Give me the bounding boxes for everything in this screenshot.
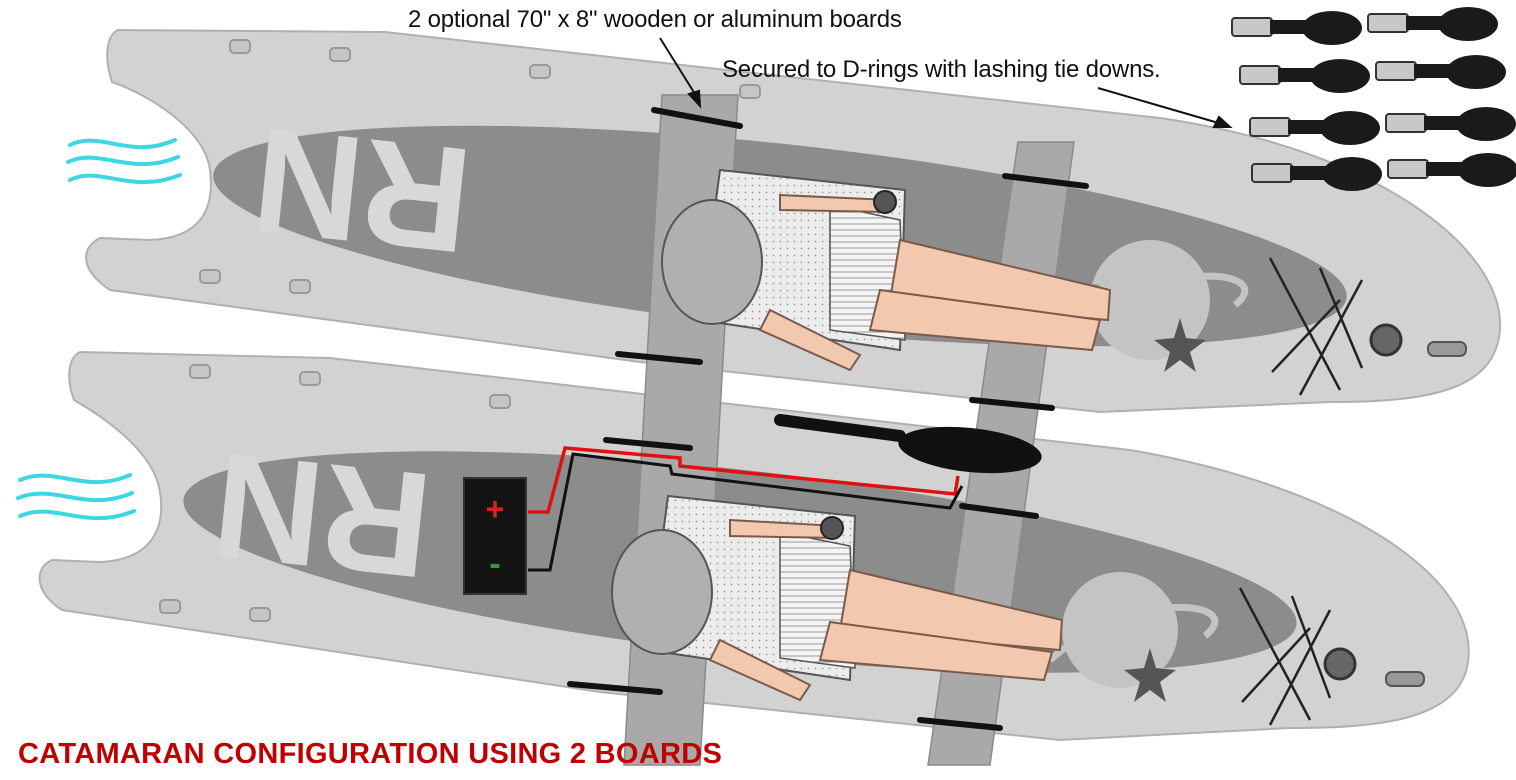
bungee-cords [1238, 587, 1332, 726]
d-ring-icon [159, 364, 511, 622]
water-wake-icon [16, 138, 182, 521]
valve [1369, 323, 1403, 357]
bottom-board-logo: RN [206, 421, 439, 611]
deck-star-icon [1154, 318, 1206, 372]
negative-wire [528, 452, 964, 572]
deck-star-icon [1124, 648, 1176, 702]
lashing-strap-icon [1231, 7, 1516, 191]
battery-plus-label: + [486, 491, 505, 527]
carry-handle [1385, 671, 1425, 687]
boards-note-label: 2 optional 70" x 8" wooden or aluminum b… [408, 6, 902, 33]
battery-icon: + - [463, 477, 527, 595]
paddle-icon [774, 414, 1042, 474]
lashing-note-label: Secured to D-rings with lashing tie down… [722, 56, 1161, 83]
battery-minus-label: - [489, 545, 500, 583]
diagram-title: CATAMARAN CONFIGURATION USING 2 BOARDS [18, 738, 723, 770]
pointer-arrows [659, 37, 1233, 128]
bungee-cords [1268, 257, 1364, 396]
rider-bottom [611, 494, 1064, 702]
positive-wire [528, 446, 960, 514]
rider-top [661, 168, 1112, 372]
valve [1323, 647, 1357, 681]
top-board-logo: RN [246, 96, 479, 286]
carry-handle [1427, 341, 1467, 357]
lashing-straps [567, 107, 1089, 731]
